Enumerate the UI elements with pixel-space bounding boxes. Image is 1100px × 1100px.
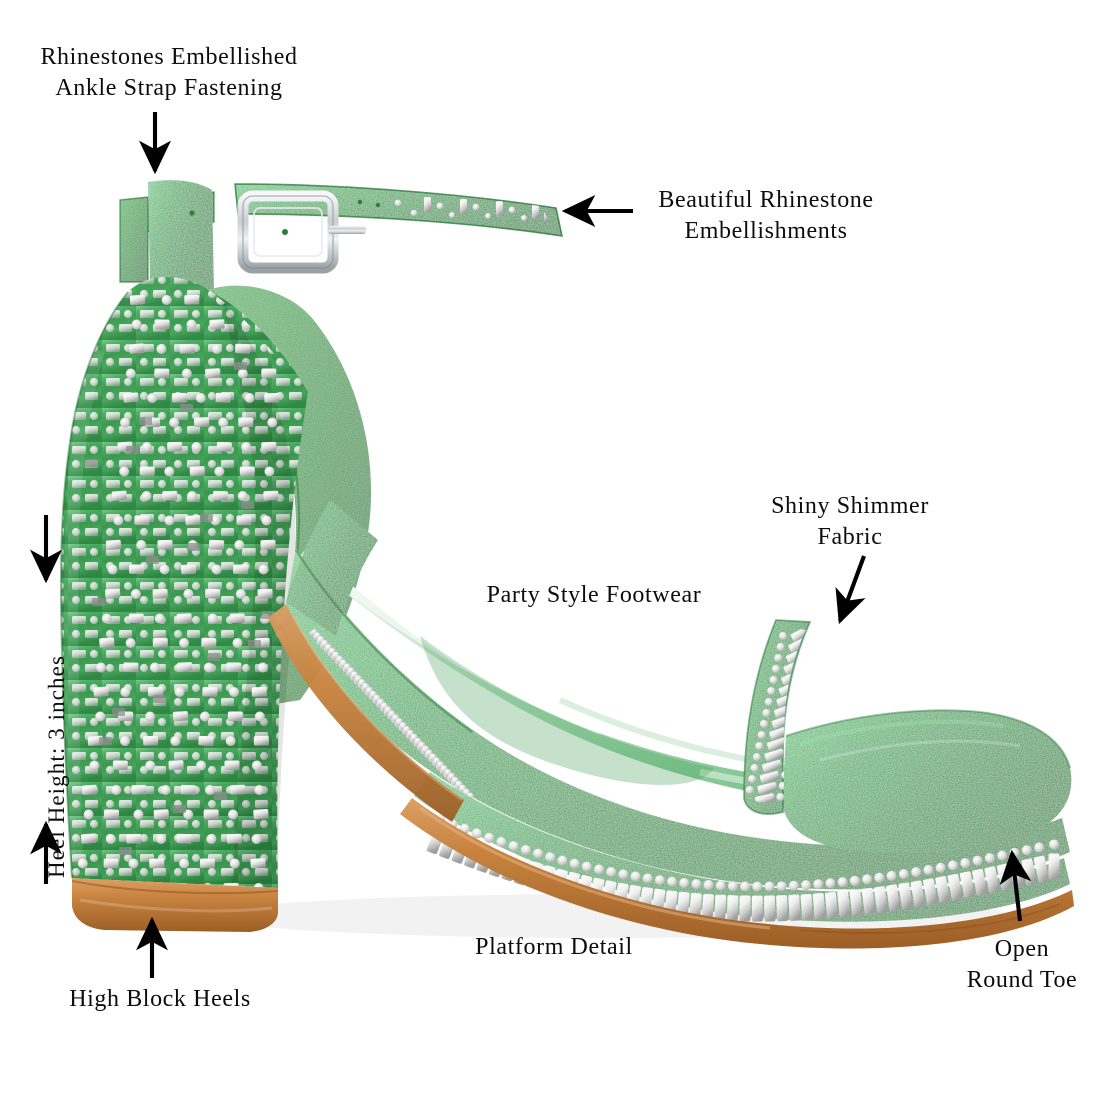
platform (400, 772, 1074, 949)
arch-rhinestones (302, 620, 481, 802)
toe-vamp (782, 710, 1072, 854)
label-high-block-heels: High Block Heels (69, 986, 251, 1012)
buckle (237, 190, 366, 274)
arch-sole-strip (268, 604, 464, 822)
label-rhinestone-embellishments: Beautiful Rhinestone Embellishments (658, 187, 874, 245)
label-open-round-toe: Open Round Toe (966, 936, 1078, 994)
toe-box (782, 709, 1072, 854)
outsole (400, 798, 1074, 949)
label-heel-height: Heel Height: 3 inches (44, 654, 69, 878)
block-heel (59, 276, 309, 932)
ankle-strap (119, 180, 564, 292)
heel-sole-base (72, 878, 278, 932)
label-ankle-strap-fastening: Rhinestones Embellished Ankle Strap Fast… (40, 44, 298, 102)
label-platform-detail: Platform Detail (475, 934, 633, 960)
label-party-style-footwear: Party Style Footwear (486, 582, 702, 608)
heel-rhinestone-grid (75, 294, 288, 892)
label-shiny-shimmer-fabric: Shiny Shimmer Fabric (771, 493, 929, 551)
